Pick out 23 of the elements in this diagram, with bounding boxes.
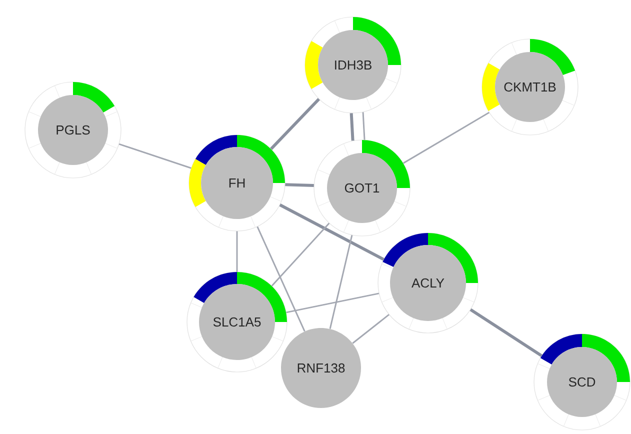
gene-node: FH — [188, 134, 286, 232]
edge — [285, 183, 314, 187]
gene-node: SLC1A5 — [186, 272, 288, 372]
gene-node: ACLY — [378, 232, 478, 334]
edge — [352, 314, 390, 344]
gene-node: CKMT1B — [482, 38, 578, 136]
edge — [470, 308, 542, 358]
edge — [270, 98, 320, 150]
edge — [236, 231, 238, 272]
gene-node: RNF138 — [281, 328, 361, 408]
edge — [402, 112, 490, 164]
edge — [279, 204, 384, 261]
edge — [286, 292, 380, 314]
gene-node: PGLS — [24, 82, 122, 178]
edge — [271, 222, 330, 286]
edge — [329, 234, 353, 329]
edge — [118, 143, 192, 169]
gene-node: IDH3B — [304, 16, 402, 114]
edge — [362, 112, 366, 140]
gene-node: SCD — [534, 334, 630, 430]
edge — [350, 113, 354, 141]
edge — [256, 226, 306, 332]
gene-node: GOT1 — [314, 140, 410, 236]
